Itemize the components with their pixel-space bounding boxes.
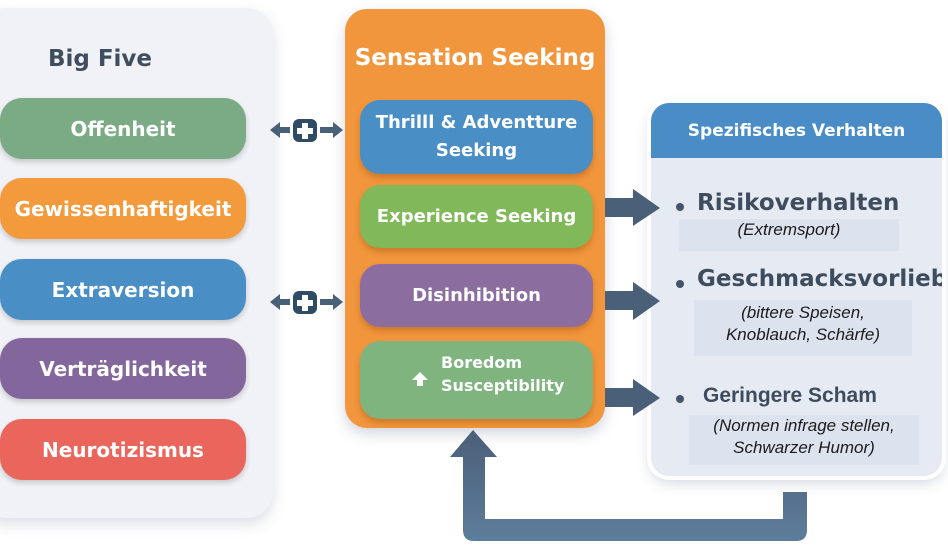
subscale-label-line1: Thrilll & Adventture	[375, 112, 578, 134]
subscale-thrill-adventure: Thrilll & Adventture Seeking	[360, 100, 593, 174]
trait-extraversion: Extraversion	[0, 259, 246, 320]
trait-label: Verträglichkeit	[39, 356, 207, 381]
arrow-left-icon	[270, 294, 290, 310]
desc-line: Schwarzer Humor)	[733, 438, 875, 458]
desc-line: (Extremsport)	[737, 220, 841, 239]
subscale-label: Experience Seeking	[376, 205, 577, 227]
behavior-header: Spezifisches Verhalten	[651, 103, 942, 158]
sensation-seeking-title: Sensation Seeking	[354, 45, 596, 71]
arrow-up-icon	[410, 369, 430, 389]
subscale-label-line2: Susceptibility	[441, 376, 565, 396]
trait-label: Offenheit	[70, 116, 176, 141]
subscale-disinhibition: Disinhibition	[360, 264, 593, 327]
bidirectional-connector-openness	[270, 119, 343, 142]
subscale-label-line2: Seeking	[435, 140, 518, 161]
desc-line: (Normen infrage stellen,	[713, 416, 895, 435]
sensation-seeking-panel: Sensation Seeking Thrilll & Adventture S…	[345, 9, 605, 428]
trait-vertraeglichkeit: Verträglichkeit	[0, 338, 246, 399]
trait-label: Extraversion	[51, 277, 195, 302]
subscale-boredom-susceptibility: Boredom Susceptibility	[360, 341, 593, 419]
trait-label: Gewissenhaftigkeit	[14, 196, 232, 221]
trait-gewissenhaftigkeit: Gewissenhaftigkeit	[0, 178, 246, 239]
arrow-to-risikoverhalten	[605, 189, 660, 226]
arrow-right-icon	[320, 294, 343, 310]
trait-neurotizismus: Neurotizismus	[0, 419, 246, 480]
behavior-item-desc: (Normen infrage stellen, Schwarzer Humor…	[689, 415, 919, 465]
arrow-left-icon	[270, 122, 290, 138]
arrow-to-geringere-scham	[605, 379, 660, 416]
bullet-icon	[676, 203, 684, 211]
bullet-icon	[676, 280, 684, 288]
subscale-experience-seeking: Experience Seeking	[360, 185, 593, 248]
bidirectional-connector-extraversion	[270, 291, 343, 314]
behavior-item-desc: (Extremsport)	[679, 219, 899, 251]
behavior-item-title: Geschmacksvorlieben	[697, 266, 942, 292]
subscale-label-line1: Boredom	[441, 353, 523, 372]
bullet-icon	[676, 395, 684, 403]
arrow-to-geschmacksvorlieben	[605, 282, 660, 320]
desc-line: Knoblauch, Schärfe)	[725, 325, 881, 345]
behavior-item-title: Geringere Scham	[703, 384, 877, 407]
behavior-item-title: Risikoverhalten	[697, 190, 900, 216]
trait-label: Neurotizismus	[42, 437, 204, 462]
subscale-label: Disinhibition	[412, 284, 541, 306]
desc-line: (bittere Speisen,	[741, 303, 865, 322]
big-five-title: Big Five	[47, 46, 153, 72]
behavior-item-desc: (bittere Speisen, Knoblauch, Schärfe)	[694, 300, 912, 356]
feedback-loop-arrow	[450, 430, 807, 541]
arrow-right-icon	[320, 122, 343, 138]
trait-offenheit: Offenheit	[0, 98, 246, 159]
behavior-panel: Spezifisches Verhalten Risikoverhalten (…	[651, 103, 942, 476]
